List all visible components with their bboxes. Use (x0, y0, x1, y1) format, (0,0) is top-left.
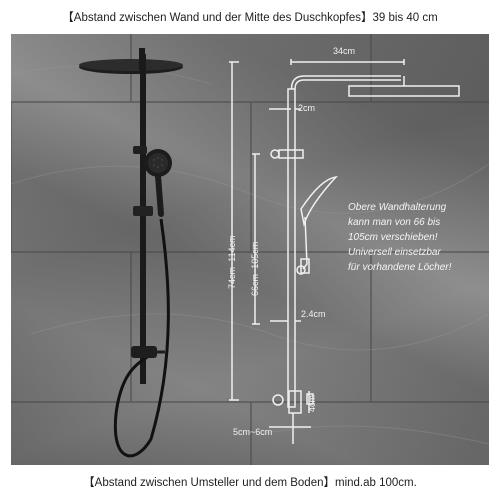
dim-valve-depth: 5cm~6cm (233, 427, 273, 437)
bracket-note: Obere Wandhalterung kann man von 66 bis … (348, 200, 488, 275)
shower-left (79, 48, 183, 458)
dim-pipe-offset: 2cm (298, 103, 316, 113)
shower-diagram (229, 59, 460, 444)
bracket-note-line-5: für vorhandene Löcher! (348, 262, 452, 273)
tile-wall (11, 34, 489, 465)
caption-top: 【Abstand zwischen Wand und der Mitte des… (62, 12, 438, 24)
dim-pipe-diameter: 2.4cm (301, 309, 326, 319)
bracket-note-line-4: Universell einsetzbar (348, 247, 441, 258)
caption-bottom: 【Abstand zwischen Umsteller und dem Bode… (83, 477, 417, 489)
bracket-note-line-1: Obere Wandhalterung (348, 202, 447, 213)
bracket-note-line-2: kann man von 66 bis (348, 217, 441, 228)
bracket-note-line-3: 105cm verschieben! (348, 232, 438, 243)
dim-arm-width: 34cm (333, 46, 356, 56)
dim-total-height: 74cm~114cm (227, 235, 237, 289)
dim-bracket-range: 66cm~105cm (250, 241, 260, 296)
shower-photo: 34cm 2cm 74cm~114cm 66cm~105cm 2.4cm 4cm… (11, 34, 489, 465)
dim-valve-height: 4cm (307, 394, 317, 412)
